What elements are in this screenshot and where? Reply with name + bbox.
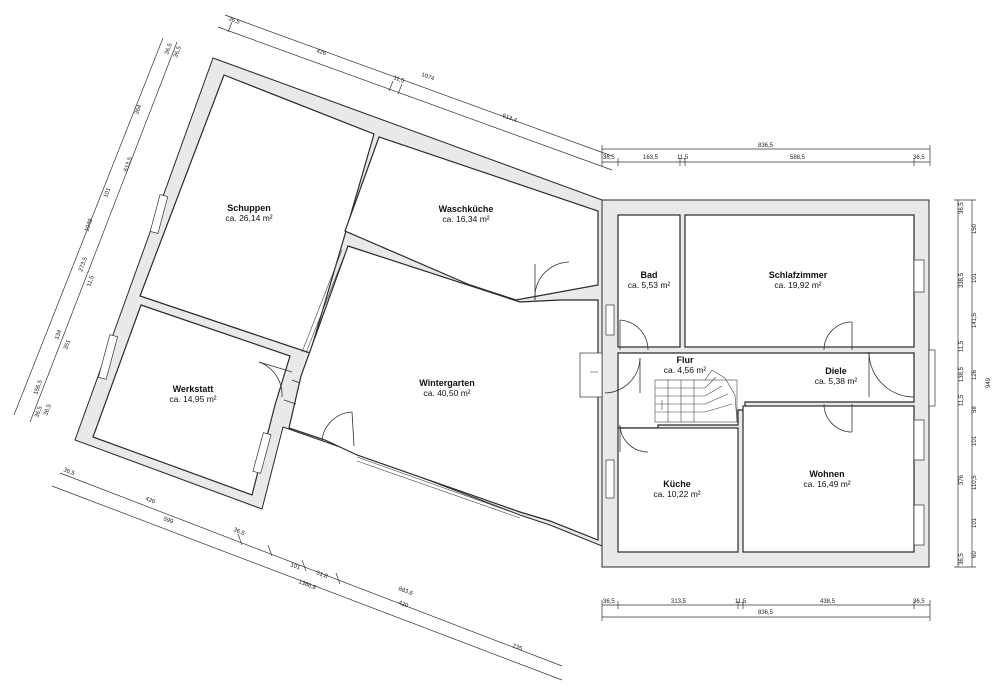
room-area-schuppen: ca. 26,14 m²: [225, 213, 272, 223]
room-area-diele: ca. 5,38 m²: [815, 376, 858, 386]
dim-bottom-right-4: 36,5: [913, 599, 925, 605]
dim-right-1: 150: [972, 223, 978, 234]
dim-bottom-diag-3: 36,5: [232, 527, 246, 537]
dimension-bottom-right: 36,5 313,5 11,5 438,5 36,5 836,5: [601, 599, 931, 621]
main-doors: [604, 319, 915, 453]
wintergarten-floor: [288, 245, 599, 541]
dimension-top-right: 836,5 36,5 163,5 11,5 588,5 36,5: [601, 143, 931, 166]
room-area-waschkueche: ca. 16,34 m²: [442, 214, 489, 224]
dim-right-2: 101: [972, 272, 978, 283]
dim-top-right-total: 836,5: [758, 143, 774, 149]
dim-top-right-1: 36,5: [603, 155, 615, 161]
room-area-werkstatt: ca. 14,95 m²: [169, 394, 216, 404]
room-area-kueche: ca. 10,22 m²: [653, 489, 700, 499]
dim-right-5: 11,5: [959, 340, 965, 352]
dim-bottom-right-0: 36,5: [603, 599, 615, 605]
annex-windows: [98, 194, 521, 519]
room-name-diele: Diele: [825, 366, 847, 376]
room-name-kueche: Küche: [663, 479, 691, 489]
room-name-wohnen: Wohnen: [809, 469, 844, 479]
dim-bottom-diag-8: 420: [397, 600, 409, 609]
dim-top-diag-3: 1074: [420, 72, 435, 82]
dim-right-16: 36,5: [959, 553, 965, 565]
dim-right-0: 36,5: [959, 202, 965, 214]
dim-left-6: 11,5: [86, 274, 96, 287]
dim-left-3: 364: [134, 104, 143, 116]
dim-top-right-3: 11,5: [677, 155, 689, 161]
main-house-walls: [601, 199, 930, 568]
dim-right-15: 60: [972, 551, 978, 558]
room-area-wohnen: ca. 16,49 m²: [803, 479, 850, 489]
dim-right-11: 101: [972, 435, 978, 446]
dim-top-diag-1: 426: [315, 48, 327, 57]
room-area-schlafzimmer: ca. 19,92 m²: [774, 280, 821, 290]
annex-doors: [258, 261, 570, 447]
dim-bottom-right-3: 438,5: [820, 599, 836, 605]
dim-left-5: 101: [103, 187, 112, 199]
dim-right-4: 141,5: [972, 312, 978, 328]
dim-bottom-diag-4: 101: [289, 562, 301, 571]
dim-bottom-right-1: 313,5: [671, 599, 687, 605]
room-name-werkstatt: Werkstatt: [173, 384, 214, 394]
dim-right-total: 949: [986, 377, 992, 388]
dim-bottom-diag-2: 599: [162, 516, 174, 525]
dim-top-right-2: 163,5: [643, 155, 659, 161]
annex-walls: [74, 57, 603, 547]
dim-top-diag-0: 36,5: [227, 16, 241, 26]
dim-bottom-right-2: 11,5: [735, 599, 747, 605]
dim-left-8: 134: [54, 329, 63, 341]
dim-right-6: 126: [972, 369, 978, 380]
dim-left-9: 351: [63, 339, 72, 351]
wohnen-floor: [742, 405, 915, 553]
schlafzimmer-floor: [684, 214, 915, 348]
room-labels: Schuppen ca. 26,14 m² Waschküche ca. 16,…: [169, 203, 857, 499]
dim-top-diag-4: 613,4: [501, 113, 518, 124]
dimension-right-vertical: 36,5 150 101 338,5 141,5 11,5 126 138,5 …: [954, 199, 992, 568]
dim-left-7: 273,5: [78, 256, 89, 273]
room-name-schlafzimmer: Schlafzimmer: [769, 270, 828, 280]
bad-floor: [617, 214, 681, 348]
dim-top-right-4: 588,5: [790, 155, 806, 161]
dim-bottom-diag-9: 235: [511, 643, 523, 652]
dim-right-9: 58: [972, 406, 978, 413]
dim-right-12: 110,5: [972, 475, 978, 490]
dim-bottom-right-total: 836,5: [758, 610, 774, 616]
dim-top-right-5: 36,5: [913, 155, 925, 161]
kueche-floor: [617, 427, 739, 553]
dim-left-11: 36,5: [34, 405, 44, 419]
dim-bottom-diag-0: 36,5: [62, 467, 76, 477]
dim-bottom-diag-6: 883,6: [397, 586, 414, 597]
staircase: [654, 369, 738, 423]
schuppen-floor: [139, 74, 375, 354]
dimension-left-diagonal: 36,5 36,5 1049 364 613,5 101 11,5 273,5 …: [13, 37, 183, 423]
dim-right-7: 138,5: [959, 366, 965, 382]
dim-left-4: 613,5: [123, 156, 134, 173]
room-area-flur: ca. 4,56 m²: [664, 365, 707, 375]
dim-right-14: 101: [972, 517, 978, 528]
dimension-top-diagonal: 36,5 426 11,5 1074 613,4: [217, 14, 613, 171]
room-area-wintergarten: ca. 40,50 m²: [423, 388, 470, 398]
room-name-wintergarten: Wintergarten: [419, 378, 474, 388]
dim-top-diag-2: 11,5: [392, 75, 405, 85]
dim-right-13: 376: [959, 474, 965, 485]
main-windows: [579, 259, 936, 546]
room-name-flur: Flur: [677, 355, 694, 365]
dim-right-8: 11,5: [959, 394, 965, 406]
dim-bottom-diag-5: 51,8: [315, 570, 329, 580]
dim-left-0: 36,5: [164, 42, 174, 56]
dim-bottom-diag-7: 1386,8: [297, 579, 317, 591]
room-name-schuppen: Schuppen: [227, 203, 271, 213]
dim-bottom-diag-1: 426: [144, 496, 156, 505]
dim-left-12: 36,5: [43, 403, 53, 417]
room-name-bad: Bad: [640, 270, 657, 280]
room-area-bad: ca. 5,53 m²: [628, 280, 671, 290]
room-name-waschkueche: Waschküche: [439, 204, 494, 214]
dim-left-2: 1049: [84, 217, 94, 232]
dim-left-10: 156,5: [33, 379, 44, 396]
dim-right-3: 338,5: [959, 272, 965, 288]
dim-left-1: 36,5: [173, 45, 183, 59]
waschkueche-floor: [344, 136, 599, 301]
